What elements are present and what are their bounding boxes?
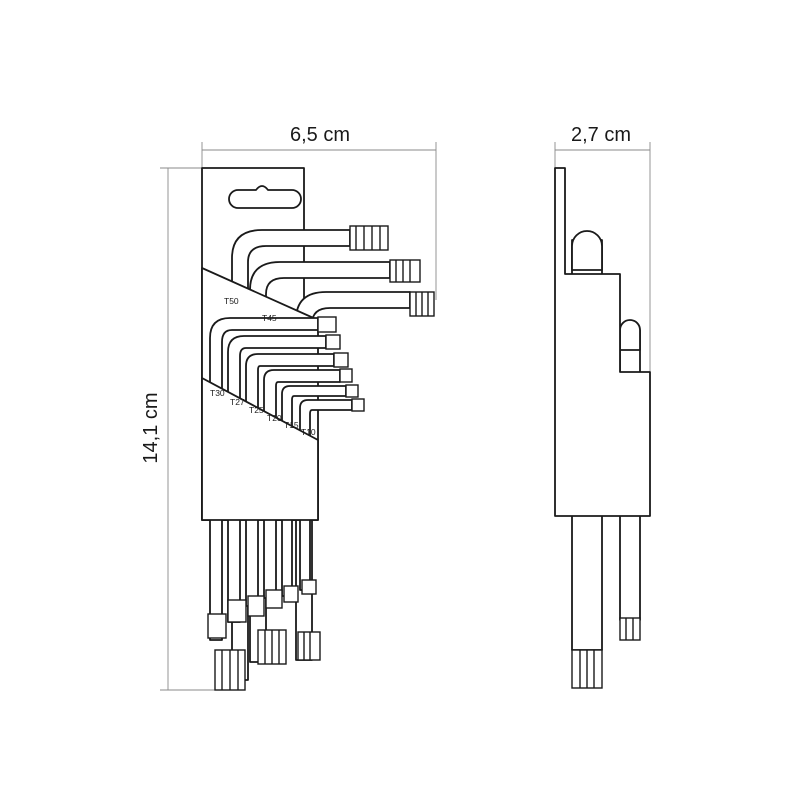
side-view (554, 167, 651, 689)
side-key-top-small (619, 319, 641, 351)
label-t15: T15 (284, 420, 299, 430)
depth-dimension-label: 2,7 cm (571, 124, 631, 146)
front-view: T50 T45 T30 T27 T25 T20 T15 T10 (201, 167, 435, 691)
small-key-short-tips (317, 316, 365, 412)
label-t10: T10 (301, 427, 316, 437)
lower-holder (201, 377, 319, 521)
side-holder-profile (554, 167, 651, 517)
key-t50-tip (349, 225, 389, 251)
label-t30: T30 (210, 388, 225, 398)
height-dimension-label: 14,1 cm (140, 392, 162, 463)
hanging-hole (228, 185, 302, 209)
label-t45: T45 (262, 313, 277, 323)
small-keys (209, 316, 365, 641)
dimension-lines (160, 142, 651, 691)
label-t27: T27 (230, 397, 245, 407)
side-key-top-large (571, 230, 603, 271)
side-key-tips (571, 617, 641, 689)
width-dimension-label: 6,5 cm (290, 124, 350, 146)
label-t25: T25 (249, 405, 264, 415)
key-t45-tip (389, 259, 421, 283)
label-t50: T50 (224, 296, 239, 306)
key-third-large-tip (409, 291, 435, 317)
long-arm-tips (207, 579, 321, 691)
label-t20: T20 (267, 413, 282, 423)
